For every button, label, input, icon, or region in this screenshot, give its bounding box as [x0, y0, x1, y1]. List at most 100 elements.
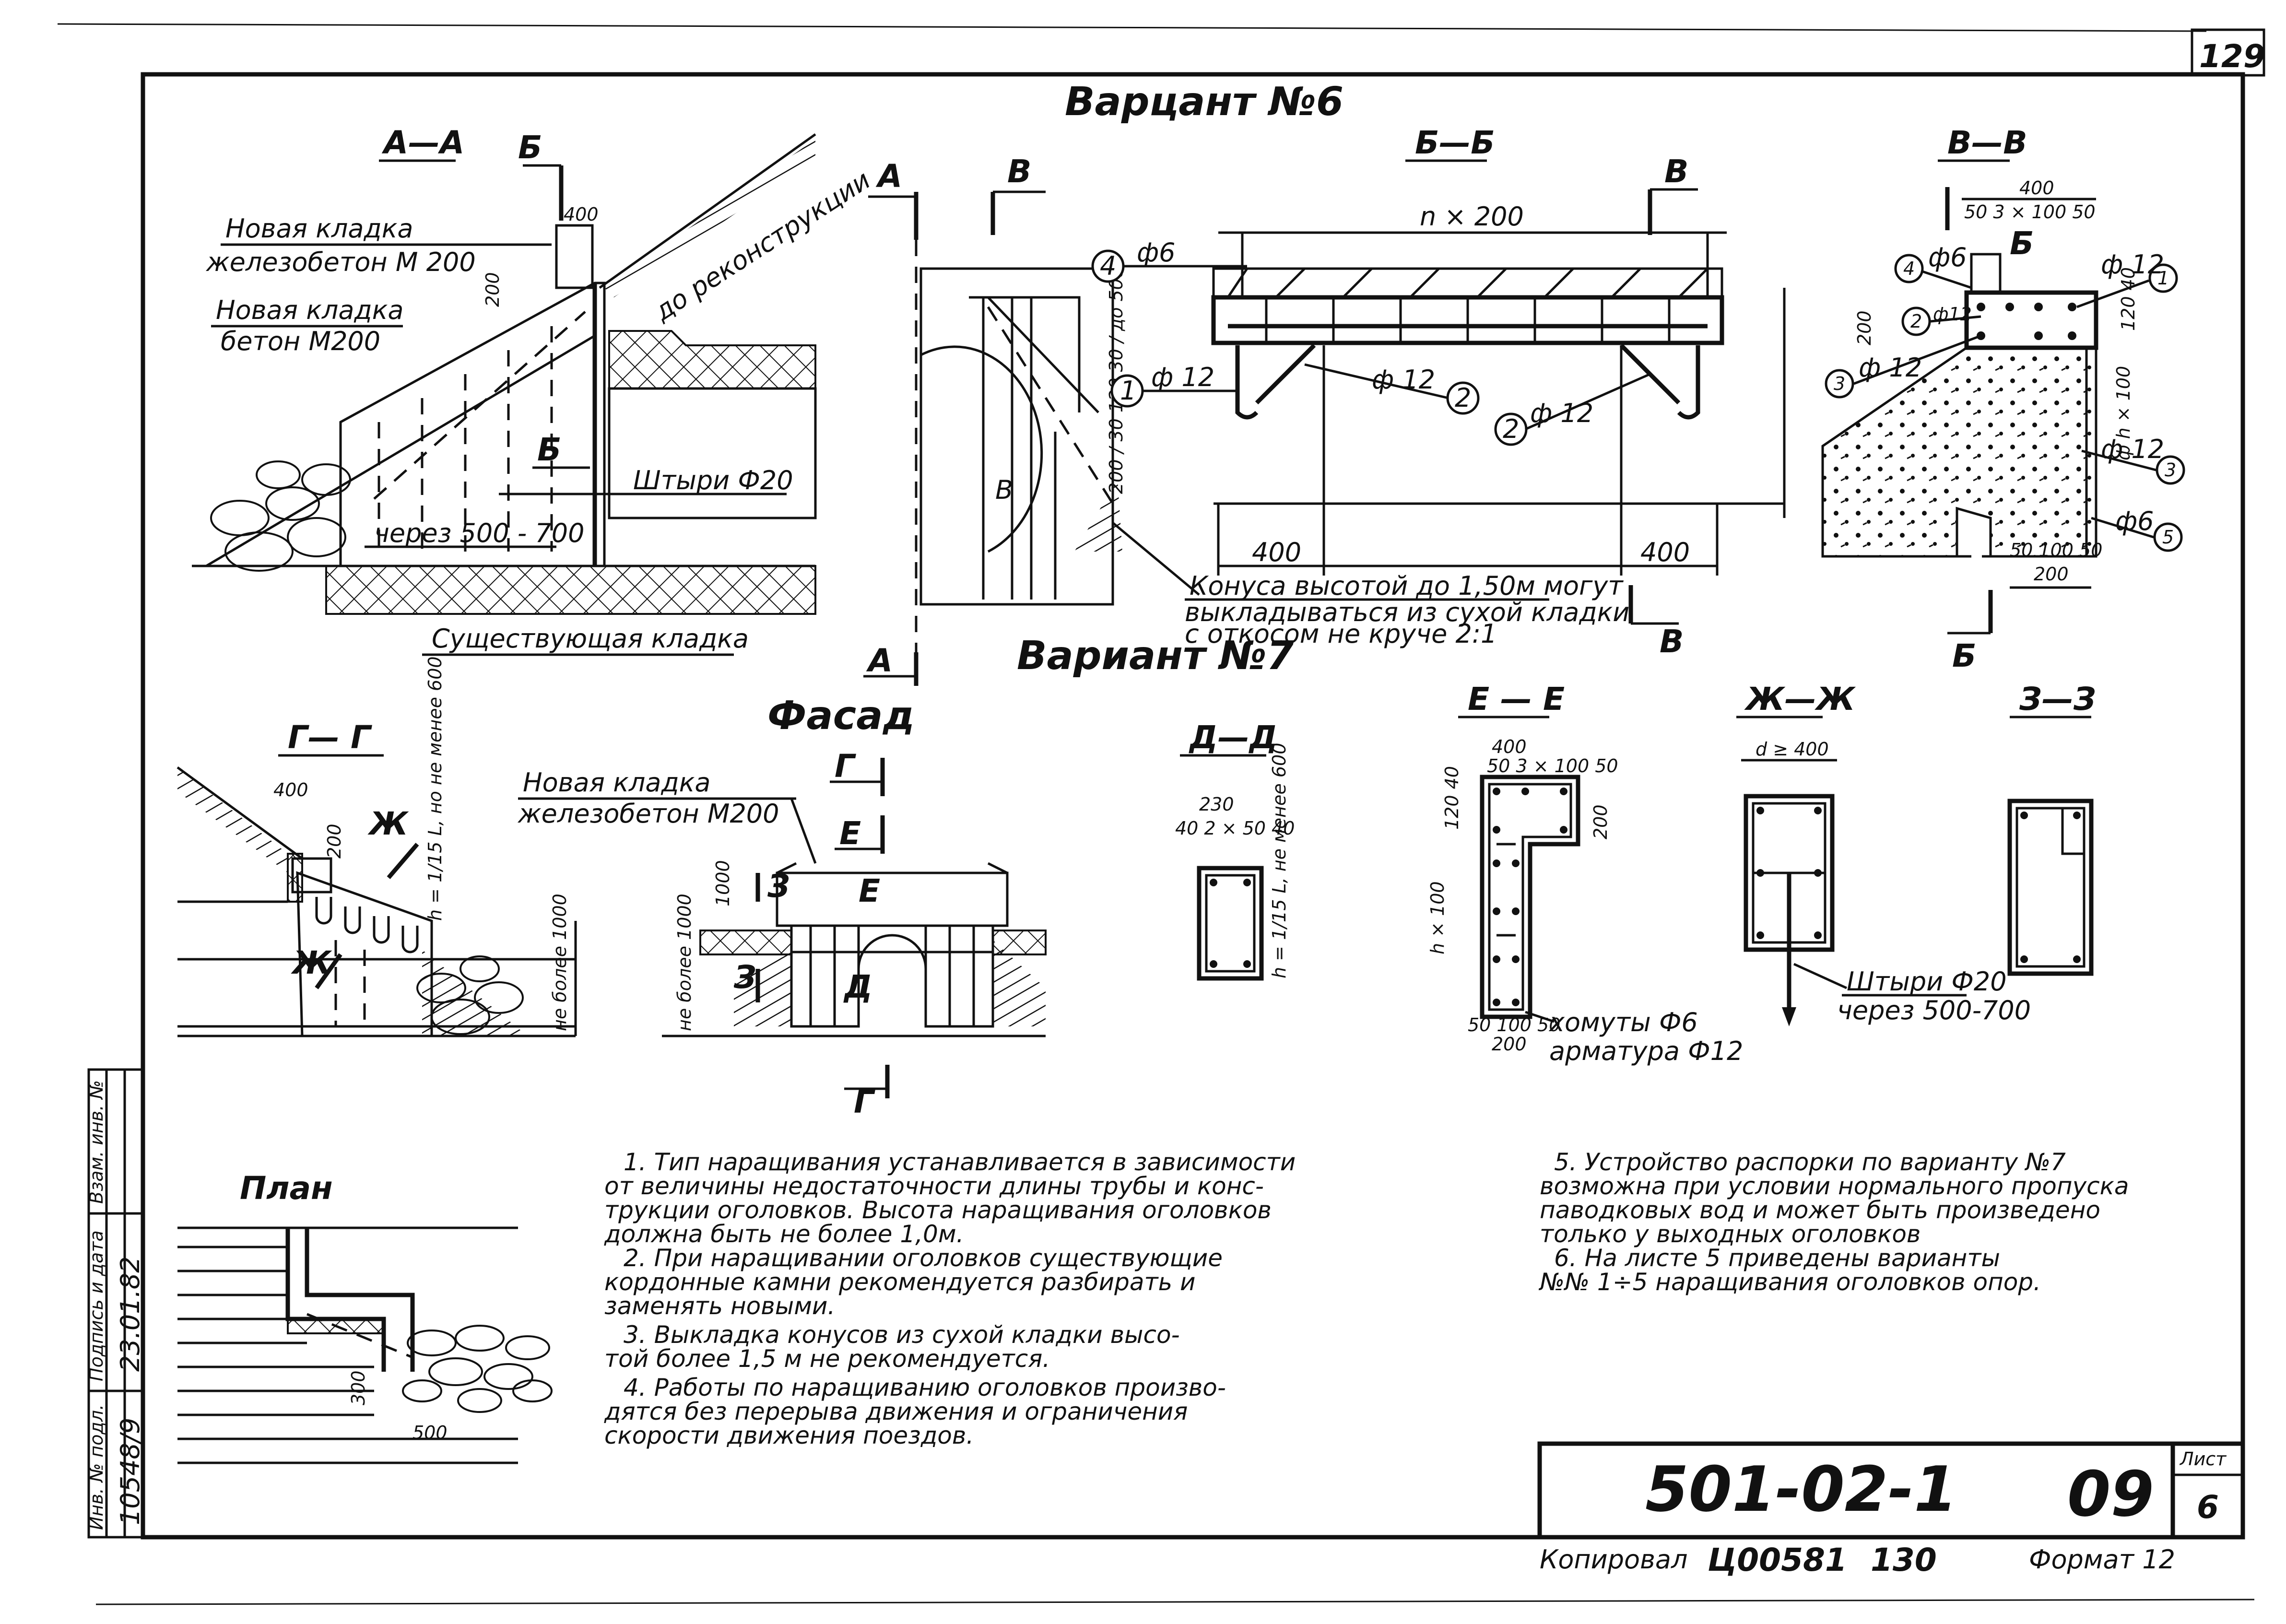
zhzh-step: через 500-700 [1837, 995, 2031, 1025]
note-left-line: 4. Работы по наращиванию оголовков произ… [624, 1374, 1226, 1401]
section-dd-title: Д—Д [1189, 719, 1278, 756]
aa-cut-mark-bottom: Б [537, 431, 561, 468]
note-left-line: трукции оголовков. Высота наращивания ог… [604, 1196, 1272, 1224]
section-bb: Б—Б В n × 200 400 400 200 / 30 120 [1091, 124, 1786, 660]
note-left-line: должна быть не более 1,0м. [604, 1220, 964, 1248]
ee-dim-400: 400 [1492, 736, 1527, 757]
bb-phi12-a: ф 12 [1151, 362, 1214, 392]
svg-text:2: 2 [1503, 414, 1519, 444]
aa-dim-200: 200 [482, 272, 503, 307]
bb-cut-v-bottom: В [1660, 623, 1684, 660]
section-ee: Е — Е 400 50 3 × 100 50 h × 100 120 40 2… [1427, 681, 1743, 1066]
vv-phi12-a: ф 12 [2101, 249, 2164, 280]
svg-text:2: 2 [1910, 311, 1922, 332]
variant6-title: Варцант №6 [1065, 79, 1343, 125]
dd-dim-230: 230 [1199, 794, 1234, 815]
svg-text:1: 1 [1120, 376, 1136, 406]
svg-text:5: 5 [2162, 527, 2174, 548]
aa-new-conc-label-2: бетон М200 [221, 326, 380, 356]
gg-dim-200: 200 [324, 824, 345, 859]
section-aa-title: А—А [381, 124, 464, 161]
bb-phi6: ф6 [1137, 237, 1176, 268]
facade-dim-1000: 1000 [712, 860, 733, 906]
ee-dims-side: 120 40 [1441, 766, 1462, 830]
sheet-frame: 129 [57, 23, 2265, 1605]
ee-dim-right: 200 [1590, 804, 1611, 839]
vv-cut-b-bottom: Б [1952, 637, 1976, 674]
stamp-col1-value: 10548/9 [115, 1418, 145, 1525]
aa-existing-label: Существующая кладка [432, 624, 749, 654]
bb-cut-v-top: В [1664, 153, 1688, 190]
note-left-line: 2. При наращивании оголовков существующи… [624, 1244, 1223, 1272]
note-right-line: 6. На листе 5 приведены варианты [1554, 1244, 2000, 1272]
note-left-line: дятся без перерыва движения и ограничени… [604, 1398, 1188, 1425]
vv-phi-h: ф h × 100 [2113, 366, 2134, 460]
aa-cut-mark-top: Б [518, 129, 542, 166]
stamp-col3-head: Взам. инв. № [86, 1080, 107, 1204]
aa-riprap [210, 460, 351, 572]
facade-title: Фасад [767, 693, 915, 739]
plan-dim-500: 500 [412, 1422, 448, 1443]
facade-cut-d: Д [843, 968, 872, 1005]
dd-dim-row: 40 2 × 50 40 [1175, 818, 1295, 839]
facade-new-label-2: железобетон М200 [517, 799, 779, 829]
aa-new-rc-label-2: железобетон М 200 [205, 247, 476, 277]
plan-dim-300: 300 [348, 1370, 369, 1405]
footer: Копировал Ц00581 130 Формат 12 [1540, 1542, 2175, 1578]
note-right-line: паводковых вод и может быть произведено [1540, 1196, 2100, 1224]
vv-dim-right: 120 40 [2118, 267, 2139, 331]
ee-rebar: арматура Ф12 [1549, 1036, 1743, 1066]
note-right-line: только у выходных оголовков [1540, 1220, 1921, 1248]
note-left-line: 3. Выкладка конусов из сухой кладки высо… [624, 1321, 1180, 1349]
note-left-line: 1. Тип наращивания устанавливается в зав… [624, 1148, 1296, 1176]
front-cut-a-bottom: А [866, 642, 893, 679]
stamp-col2-value: 23.01.82 [115, 1257, 145, 1372]
facade-cut-z-top: З [767, 868, 790, 905]
section-zz: З—З [2007, 681, 2096, 976]
facade-new-label: Новая кладка [523, 767, 710, 798]
notes-left: 1. Тип наращивания устанавливается в зав… [604, 1148, 1296, 1449]
svg-text:3: 3 [2165, 459, 2176, 481]
plan-title: План [240, 1170, 333, 1207]
aa-pins-label: Штыри Ф20 [633, 465, 793, 495]
footer-format: Формат 12 [2029, 1544, 2175, 1575]
section-ee-title: Е — Е [1468, 681, 1565, 718]
svg-text:4: 4 [1100, 251, 1116, 281]
vv-dim-bars: 50 3 × 100 50 [1964, 201, 2096, 223]
svg-text:2: 2 [1455, 383, 1471, 413]
section-vv-title: В—В [1947, 124, 2027, 161]
zhzh-pins: Штыри Ф20 [1847, 966, 2007, 997]
ee-dim-200: 200 [1492, 1034, 1527, 1055]
plan-riprap [402, 1325, 553, 1413]
section-vv: В—В 400 50 3 × 100 50 4 ф6 1 ф 12 2 ф12 … [1821, 124, 2185, 674]
front-cut-a: А [875, 158, 902, 195]
note-right-line: возможна при условии нормального пропуск… [1540, 1172, 2129, 1200]
title-block-number: 09 [2067, 1458, 2154, 1530]
svg-text:1: 1 [2157, 268, 2169, 289]
section-aa: А—А Б до реконструкции [192, 124, 876, 656]
footer-copied: Копировал [1540, 1544, 1688, 1575]
note-left-line: кордонные камни рекомендуется разбирать … [604, 1268, 1195, 1296]
vv-cut-b-top: Б [2010, 225, 2034, 262]
gg-note-bottom: не более 1000 [549, 894, 570, 1031]
page-number: 129 [2199, 38, 2265, 75]
aa-dim-400: 400 [564, 204, 599, 225]
section-bb-title: Б—Б [1415, 124, 1495, 161]
cone-note-line3: с откосом не круче 2:1 [1185, 619, 1497, 649]
bb-phi12-c: ф 12 [1530, 398, 1593, 428]
bb-dim-400-left: 400 [1252, 537, 1301, 567]
section-zhzh-title: Ж—Ж [1744, 681, 1856, 718]
plan: План 300 500 [177, 1170, 553, 1464]
svg-text:3: 3 [1834, 373, 1845, 394]
front-cut-v-small: В [995, 475, 1013, 505]
bb-dim-400-right: 400 [1640, 537, 1690, 567]
note-right-line: 5. Устройство распорки по варианту №7 [1554, 1148, 2066, 1176]
ee-dim-left: h × 100 [1427, 881, 1448, 954]
facade-cut-e-top: Е [839, 815, 861, 852]
front-view: А В В А [863, 153, 1122, 686]
vv-phi12-d: ф 12 [2101, 434, 2164, 464]
gg-dim-400: 400 [273, 779, 308, 800]
section-gg-title: Г— Г [288, 719, 372, 756]
ee-dim-bottom: 50 100 50 [1468, 1014, 1560, 1036]
